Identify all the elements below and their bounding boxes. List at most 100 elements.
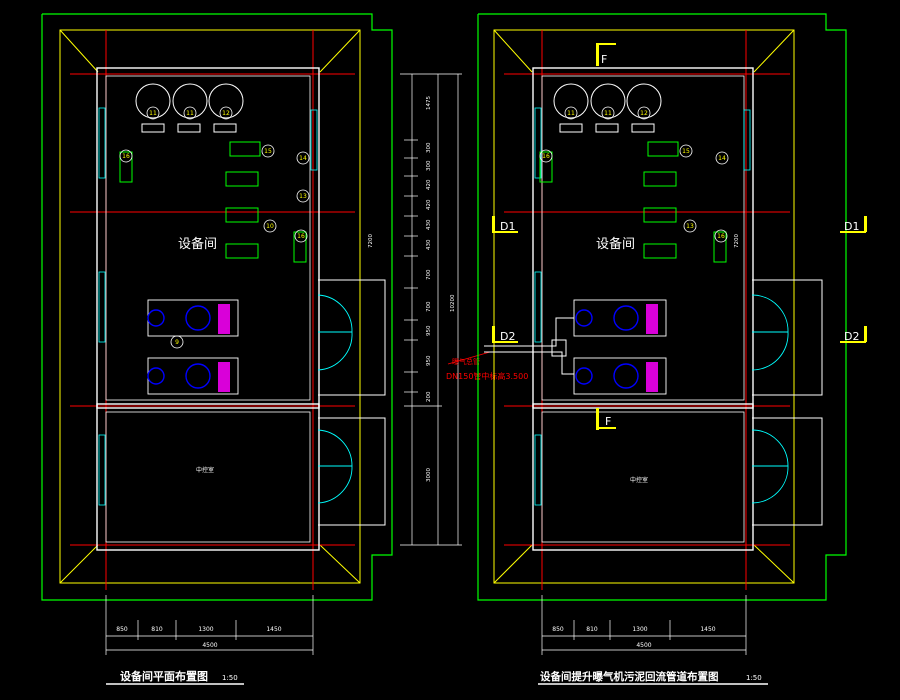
panel-icon <box>713 231 727 263</box>
left-plan: 11 11 12 15 14 13 10 16 16 9 设备间 中控室 850… <box>41 13 393 685</box>
tag-bubble <box>261 144 275 158</box>
left-equipment-room-wall <box>96 67 320 409</box>
left-site-boundary <box>41 13 393 601</box>
right-door-swing <box>751 294 789 371</box>
tag-bubble <box>714 229 728 243</box>
left-window <box>98 434 106 506</box>
dim-label: 3000 <box>426 468 432 482</box>
section-mark-label: F <box>605 415 611 428</box>
tag-label: 9 <box>175 339 179 346</box>
left-door-bay <box>318 417 386 526</box>
tag-bubble <box>683 219 697 233</box>
dim-label: 950 <box>426 325 432 336</box>
pump-motor-icon <box>575 309 593 327</box>
pump-frame <box>573 357 667 395</box>
sludge-return-pipe <box>484 317 574 347</box>
section-mark-label: D1 <box>844 220 859 233</box>
panel-icon <box>119 151 133 183</box>
dim-label: 1450 <box>266 626 281 633</box>
blower-base <box>141 123 165 133</box>
dim-label: 1475 <box>426 96 432 110</box>
pump-motor-icon <box>613 363 639 389</box>
section-mark-bar <box>596 408 599 430</box>
tag-label: 15 <box>264 148 272 155</box>
section-mark-bar <box>596 44 599 66</box>
left-yellow-diag <box>59 29 99 73</box>
left-bottom-dim-labels: 850 810 1300 1450 4500 <box>116 626 282 649</box>
dim-label: 430 <box>426 219 432 230</box>
dim-label: 430 <box>426 239 432 250</box>
dim-total: 4500 <box>202 642 217 649</box>
pipe-fitting <box>551 339 567 357</box>
left-bottom-dims <box>105 595 314 655</box>
tag-bubble <box>146 106 160 120</box>
right-lift-pumps <box>573 299 667 395</box>
tag-label: 16 <box>297 233 305 240</box>
pump-unit-icon <box>647 141 679 157</box>
dim-label: 420 <box>426 199 432 210</box>
right-control-room-wall <box>532 403 754 551</box>
right-plan-title: 设备间提升曝气机污泥回流管道布置图 <box>540 670 719 683</box>
right-control-room-inner <box>541 411 745 543</box>
pipe-annotation-line1: 曝气总管 <box>452 357 480 366</box>
dim-label: 300 <box>426 160 432 171</box>
right-small-pumps <box>539 141 727 263</box>
right-plan-scale: 1:50 <box>746 674 762 682</box>
section-mark-label: F <box>601 53 607 66</box>
right-yellow-diag <box>493 544 533 584</box>
dim-label: 950 <box>426 355 432 366</box>
vertical-dims <box>400 73 462 546</box>
left-control-room-label: 中控室 <box>196 466 214 474</box>
blower-base <box>177 123 201 133</box>
heater-icon <box>646 304 658 334</box>
pump-unit-icon <box>229 141 261 157</box>
right-yellow-diag <box>493 29 533 73</box>
dim-label: 420 <box>426 179 432 190</box>
right-equipment-room-inner <box>541 75 745 401</box>
left-window <box>98 107 106 179</box>
right-yellow-diag <box>753 544 795 584</box>
dim-subtotal: 7200 <box>734 234 740 248</box>
pump-unit-icon <box>643 243 677 259</box>
tag-bubble <box>539 149 553 163</box>
tag-bubble <box>715 151 729 165</box>
section-mark-bar <box>492 216 495 232</box>
right-door-swing <box>751 429 789 504</box>
tag-bubble <box>183 106 197 120</box>
right-tags <box>539 106 729 243</box>
right-yellow-diag <box>753 29 795 73</box>
dim-label: 850 <box>552 626 564 633</box>
left-blowers <box>135 83 244 133</box>
right-tag-labels: 11 11 12 15 14 13 16 16 <box>542 110 726 240</box>
right-door-bay <box>752 279 823 396</box>
heater-icon <box>218 304 230 334</box>
tag-label: 15 <box>682 148 690 155</box>
tag-label: 11 <box>604 110 612 117</box>
tag-label: 10 <box>266 223 274 230</box>
left-small-pumps <box>119 141 307 263</box>
blower-icon <box>626 83 662 119</box>
pump-motor-icon <box>613 305 639 331</box>
sludge-return-pipe <box>484 351 574 375</box>
pump-unit-icon <box>643 207 677 223</box>
left-yellow-diag <box>319 544 361 584</box>
dim-label: 300 <box>426 142 432 153</box>
tag-bubble <box>601 106 615 120</box>
tag-bubble <box>564 106 578 120</box>
left-tag-labels: 11 11 12 15 14 13 10 16 16 9 <box>122 110 307 346</box>
left-door-swing <box>317 429 353 504</box>
left-door-bay <box>318 279 386 396</box>
vertical-dim-labels: 1475 300 300 420 420 430 430 700 700 950… <box>368 96 740 482</box>
dim-total: 4500 <box>636 642 651 649</box>
section-mark-bar <box>864 326 867 342</box>
blower-icon <box>590 83 626 119</box>
left-window <box>310 109 318 171</box>
right-window <box>743 109 751 171</box>
tag-label: 14 <box>718 155 726 162</box>
right-pipe-routing <box>484 317 574 375</box>
tag-label: 16 <box>122 153 130 160</box>
right-window <box>534 107 542 179</box>
dim-total: 10200 <box>450 294 456 312</box>
left-room-label: 设备间 <box>178 236 217 252</box>
blower-icon <box>172 83 208 119</box>
